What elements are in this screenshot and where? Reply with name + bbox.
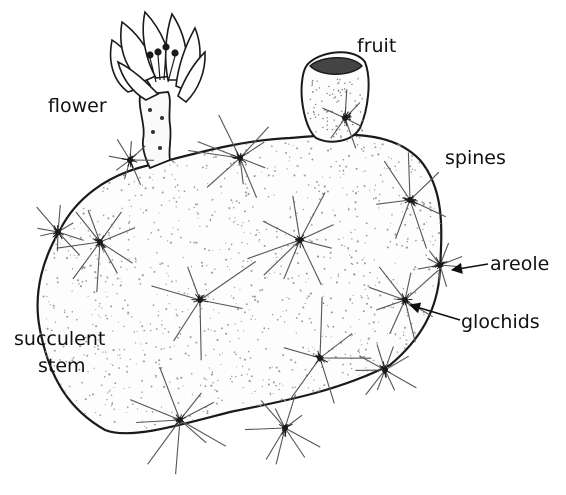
spine bbox=[245, 428, 285, 430]
areole-center bbox=[237, 155, 243, 161]
spine bbox=[276, 428, 285, 464]
spine bbox=[285, 428, 305, 458]
label-stem: stem bbox=[38, 355, 86, 377]
cactus-pad bbox=[38, 135, 442, 434]
pad-outline bbox=[38, 135, 442, 433]
label-spines: spines bbox=[445, 147, 506, 169]
areole-center bbox=[197, 297, 203, 303]
spine bbox=[440, 265, 447, 287]
spine bbox=[180, 420, 226, 446]
areole-center bbox=[97, 239, 103, 245]
spine bbox=[180, 420, 206, 443]
areole-center bbox=[297, 237, 303, 243]
label-fruit: fruit bbox=[357, 35, 396, 57]
spine bbox=[266, 428, 285, 460]
spine bbox=[176, 420, 180, 474]
flower-drawing bbox=[111, 12, 206, 168]
spine bbox=[117, 139, 130, 160]
areole-center bbox=[407, 197, 413, 203]
areole-center bbox=[282, 425, 288, 431]
label-flower: flower bbox=[48, 95, 107, 117]
label-glochids: glochids bbox=[461, 311, 540, 333]
label-areole: areole bbox=[490, 253, 549, 275]
areole-center bbox=[127, 157, 133, 163]
areole-center bbox=[402, 297, 408, 303]
areole-center bbox=[177, 417, 183, 423]
areole-center bbox=[342, 115, 348, 121]
flower-receptacle bbox=[140, 92, 171, 168]
areole-center bbox=[382, 367, 388, 373]
areole-center bbox=[55, 229, 61, 235]
spine bbox=[285, 428, 320, 447]
spine bbox=[261, 401, 285, 429]
areole-center bbox=[317, 355, 323, 361]
label-succulent: succulent bbox=[14, 328, 105, 350]
fruit-drawing bbox=[302, 52, 369, 141]
areole-center bbox=[437, 262, 443, 268]
